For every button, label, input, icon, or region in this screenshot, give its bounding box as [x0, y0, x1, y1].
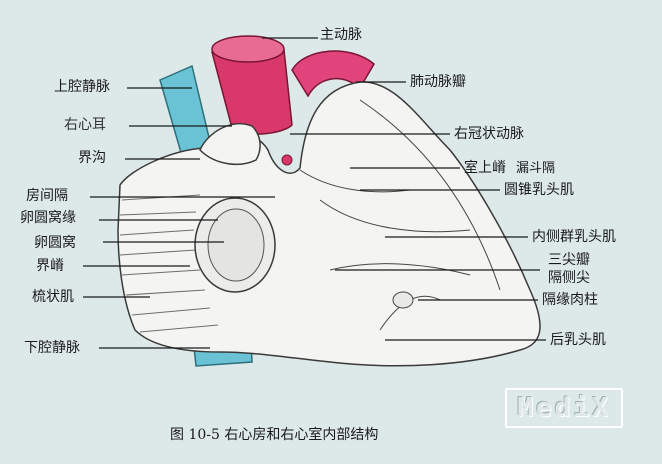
pulmonary-trunk-shape	[291, 50, 375, 98]
right-auricle-shape	[199, 122, 261, 166]
label-medial-papillary-muscles: 内侧群乳头肌	[532, 229, 616, 245]
label-inferior-vena-cava: 下腔静脉	[24, 340, 80, 356]
label-aorta: 主动脉	[320, 27, 362, 43]
label-conus-papillary-muscle: 圆锥乳头肌	[504, 182, 574, 198]
label-posterior-papillary-muscle: 后乳头肌	[550, 332, 606, 348]
label-right-auricle: 右心耳	[64, 117, 106, 133]
label-supraventricular-crest: 室上嵴	[464, 160, 506, 176]
label-limbus-fossae-ovalis: 卵圆窝缘	[20, 210, 76, 226]
label-infundibular-septum: 漏斗隔	[516, 161, 556, 176]
label-superior-vena-cava: 上腔静脉	[54, 79, 110, 95]
label-right-coronary-artery: 右冠状动脉	[454, 126, 524, 142]
label-pulmonary-valve: 肺动脉瓣	[410, 74, 466, 90]
figure-caption: 图 10-5 右心房和右心室内部结构	[170, 427, 379, 443]
fossa-ovalis-inner	[207, 208, 265, 282]
label-crista-terminalis: 界嵴	[36, 258, 64, 274]
label-sulcus-terminalis: 界沟	[78, 150, 106, 166]
label-interatrial-septum: 房间隔	[26, 188, 68, 204]
aorta-opening	[211, 35, 285, 63]
label-tricuspid-valve: 三尖瓣	[548, 252, 590, 268]
label-pectinate-muscles: 梳状肌	[32, 289, 74, 305]
label-septomarginal-trabecula: 隔缘肉柱	[542, 292, 598, 308]
rca-ostium	[281, 154, 293, 166]
watermark-logo: MediX	[505, 388, 623, 428]
label-fossa-ovalis: 卵圆窝	[34, 235, 76, 251]
label-septal-cusp: 隔侧尖	[548, 270, 590, 286]
